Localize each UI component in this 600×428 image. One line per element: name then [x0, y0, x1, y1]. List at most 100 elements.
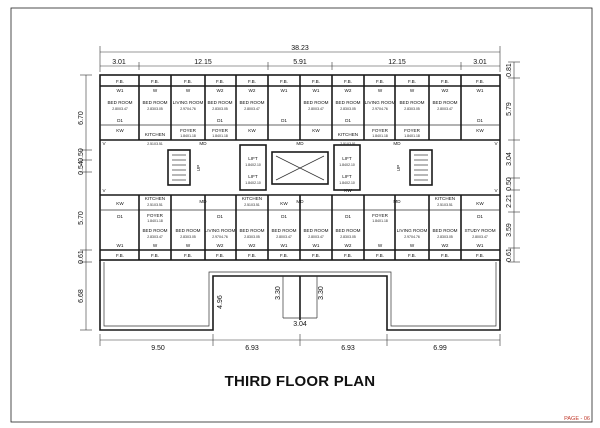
kw-label: KW — [476, 201, 484, 206]
core-labels: KITCHEN 2.51X3.51 KITCHEN 2.51X3.51 KITC… — [102, 128, 498, 223]
foyer-label: FOYER — [372, 128, 389, 133]
window-label: W — [410, 243, 415, 248]
window-label: W2 — [442, 88, 449, 93]
vent-label: V — [102, 141, 106, 146]
kitchen-label: KITCHEN — [145, 132, 165, 137]
kw-label: KW — [312, 128, 320, 133]
room-name: BED ROOM — [175, 228, 200, 233]
door-label: D1 — [117, 118, 123, 123]
stair-up-label: UP — [196, 165, 201, 171]
door-label: D1 — [477, 214, 483, 219]
foyer-size: 1.84X1.18 — [212, 134, 228, 138]
md-label: MD — [296, 141, 304, 146]
window-label: W — [378, 243, 383, 248]
fb-label: F.B. — [248, 79, 256, 84]
foyer-label: FOYER — [372, 213, 389, 218]
room-name: BED ROOM — [142, 228, 167, 233]
right-dim-5: 2.21 — [506, 194, 513, 208]
kw-label: KW — [248, 128, 256, 133]
foyer-label: FOYER — [180, 128, 197, 133]
right-dim-3: 3.04 — [506, 152, 513, 166]
fb-label: F.B. — [408, 253, 416, 258]
kitchen-size: 2.51X3.51 — [437, 203, 453, 207]
room-name: BED ROOM — [207, 100, 232, 105]
window-label: W2 — [249, 243, 256, 248]
room-name: BED ROOM — [335, 100, 360, 105]
fb-label: F.B. — [476, 253, 484, 258]
md-label: MD — [393, 199, 401, 204]
room-name: BED ROOM — [303, 100, 328, 105]
room-size: 2.83X3.05 — [437, 235, 453, 239]
window-label: W2 — [442, 243, 449, 248]
window-label: W — [378, 88, 383, 93]
top-dim-1: 3.01 — [112, 59, 126, 66]
window-label: W1 — [313, 243, 320, 248]
room-name: LIVING ROOM — [397, 228, 428, 233]
bottom-dim-3: 6.93 — [341, 345, 355, 352]
foyer-size: 1.84X1.18 — [180, 134, 196, 138]
kitchen-size: 2.51X3.51 — [147, 142, 163, 146]
bottom-dimensions: 9.50 6.93 6.93 6.99 — [99, 334, 501, 352]
md-label: MD — [199, 199, 207, 204]
window-label: W1 — [477, 243, 484, 248]
right-dim-6: 3.59 — [506, 223, 513, 237]
kitchen-label: KITCHEN — [145, 196, 165, 201]
bottom-dim-4: 6.99 — [433, 345, 447, 352]
rooms-bottom: BED ROOM 2.83X3.47 BED ROOM 2.83X3.05 LI… — [142, 228, 495, 239]
top-dim-5: 3.01 — [473, 59, 487, 66]
courtyard-dim-3: 3.30 — [318, 286, 325, 300]
room-size: 2.97X4.76 — [180, 107, 196, 111]
room-name: BED ROOM — [399, 100, 424, 105]
fb-label: F.B. — [344, 79, 352, 84]
interior-walls — [100, 75, 500, 260]
courtyard-dim-2: 3.30 — [275, 286, 282, 300]
fb-label: F.B. — [441, 79, 449, 84]
fb-label: F.B. — [184, 253, 192, 258]
lift-size: 1.84X2.10 — [245, 181, 261, 185]
fb-label: F.B. — [216, 79, 224, 84]
room-size: 2.83X3.47 — [147, 235, 163, 239]
right-dim-2: 5.79 — [506, 102, 513, 116]
room-name: BED ROOM — [335, 228, 360, 233]
right-dim-4: 0.50 — [506, 177, 513, 191]
top-dim-2: 12.15 — [194, 59, 212, 66]
door-label: D1 — [217, 214, 223, 219]
md-label: MD — [393, 141, 401, 146]
fb-label: F.B. — [408, 79, 416, 84]
vent-label: V — [494, 141, 498, 146]
opening-labels: W1 W W W2 W2 W1 W1 W2 W W W2 W1 W1 W W W… — [117, 88, 484, 248]
vent-label: V — [102, 188, 106, 193]
foyer-size: 1.84X1.18 — [147, 219, 163, 223]
kitchen-label: KITCHEN — [338, 132, 358, 137]
lift-size: 1.84X2.10 — [245, 163, 261, 167]
door-label: D1 — [217, 118, 223, 123]
room-size: 2.83X3.05 — [340, 107, 356, 111]
fb-label: F.B. — [376, 79, 384, 84]
kitchen-size: 2.51X3.51 — [340, 142, 356, 146]
room-name: BED ROOM — [432, 100, 457, 105]
room-size: 2.83X3.05 — [147, 107, 163, 111]
rooms-top: BED ROOM 2.80X3.47 BED ROOM 2.83X3.05 LI… — [107, 100, 457, 111]
kw-label: KW — [280, 201, 288, 206]
kw-label: KW — [344, 188, 352, 193]
fb-label: F.B. — [151, 253, 159, 258]
courtyard-dim-4: 3.04 — [293, 321, 307, 328]
courtyard-dim-1: 4.96 — [217, 295, 224, 309]
room-size: 2.83X3.05 — [180, 235, 196, 239]
fb-label: F.B. — [441, 253, 449, 258]
door-label: D1 — [345, 214, 351, 219]
flower-bed-labels: F.B. F.B. F.B. F.B. F.B. F.B. F.B. F.B. … — [116, 79, 484, 258]
sheet-border — [10, 7, 593, 423]
kitchen-label: KITCHEN — [242, 196, 262, 201]
fb-label: F.B. — [216, 253, 224, 258]
foyer-label: FOYER — [147, 213, 164, 218]
left-dim-1: 6.70 — [78, 111, 85, 125]
lift-label: LIFT — [248, 174, 258, 179]
kitchen-size: 2.51X3.51 — [147, 203, 163, 207]
door-label: D1 — [281, 118, 287, 123]
foyer-size: 1.84X1.18 — [372, 134, 388, 138]
overall-top-dim: 38.23 — [291, 45, 309, 52]
room-name: LIVING ROOM — [205, 228, 236, 233]
door-label: D1 — [281, 214, 287, 219]
foyer-label: FOYER — [404, 128, 421, 133]
